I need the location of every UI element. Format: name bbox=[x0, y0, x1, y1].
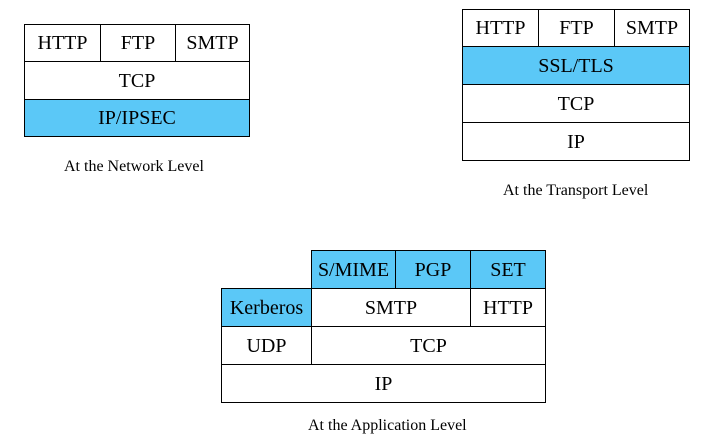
transport-http-cell: HTTP bbox=[462, 9, 539, 47]
transport-ssl-tls-cell: SSL/TLS bbox=[462, 46, 690, 85]
application-set-cell: SET bbox=[470, 250, 546, 289]
application-ip-cell: IP bbox=[221, 364, 546, 403]
application-kerberos-cell: Kerberos bbox=[221, 288, 312, 327]
network-tcp-cell: TCP bbox=[24, 61, 250, 100]
application-tcp-cell: TCP bbox=[311, 326, 546, 365]
transport-smtp-cell: SMTP bbox=[614, 9, 690, 47]
application-smtp-cell: SMTP bbox=[311, 288, 471, 327]
network-ip-ipsec-cell: IP/IPSEC bbox=[24, 99, 250, 137]
network-smtp-cell: SMTP bbox=[175, 24, 250, 62]
application-udp-cell: UDP bbox=[221, 326, 312, 365]
transport-ftp-cell: FTP bbox=[538, 9, 615, 47]
transport-level-caption: At the Transport Level bbox=[503, 182, 649, 199]
network-level-caption: At the Network Level bbox=[64, 158, 204, 175]
application-level-caption: At the Application Level bbox=[308, 417, 467, 434]
transport-ip-cell: IP bbox=[462, 122, 690, 161]
transport-tcp-cell: TCP bbox=[462, 84, 690, 123]
application-pgp-cell: PGP bbox=[395, 250, 471, 289]
network-ftp-cell: FTP bbox=[100, 24, 176, 62]
application-smime-cell: S/MIME bbox=[311, 250, 396, 289]
application-http-cell: HTTP bbox=[470, 288, 546, 327]
network-http-cell: HTTP bbox=[24, 24, 101, 62]
